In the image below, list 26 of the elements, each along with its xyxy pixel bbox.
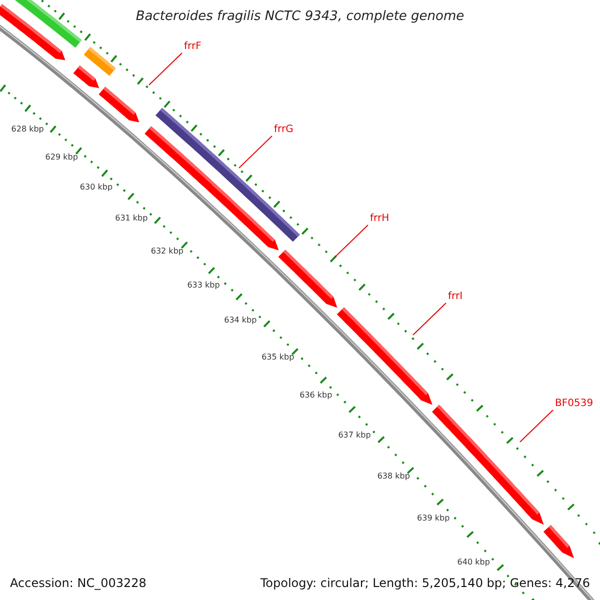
position-label: 633 kbp — [187, 280, 220, 290]
leader-line — [148, 52, 182, 86]
position-label: 637 kbp — [338, 430, 371, 440]
position-label: 634 kbp — [224, 316, 257, 325]
position-label: 638 kbp — [377, 471, 410, 480]
gene-label: frrI — [448, 291, 463, 303]
gene-label: frrF — [184, 41, 202, 53]
position-label: 640 kbp — [457, 557, 490, 566]
position-label: 636 kbp — [300, 390, 332, 400]
genome-info: Topology: circular; Length: 5,205,140 bp; Genes: 4,276 — [260, 576, 590, 590]
leader-line — [238, 136, 272, 168]
position-label: 635 kbp — [262, 352, 294, 362]
position-label: 628 kbp — [11, 124, 44, 134]
position-label: 631 kbp — [115, 214, 148, 223]
title: Bacteroides fragilis NCTC 9343, complete genome — [134, 9, 466, 24]
leader-line — [520, 410, 554, 442]
gene-label: frrG — [274, 124, 294, 136]
position-label: 630 kbp — [80, 182, 113, 192]
position-label: 629 kbp — [45, 152, 78, 162]
genome-info: Accession: NC_003228 — [10, 576, 146, 590]
gene-label: frrH — [370, 213, 390, 225]
position-label: 639 kbp — [417, 514, 450, 523]
position-label: 632 kbp — [150, 246, 184, 256]
leader-line — [334, 224, 368, 258]
leader-line — [412, 302, 446, 336]
gene-label: BF0539 — [555, 398, 594, 410]
